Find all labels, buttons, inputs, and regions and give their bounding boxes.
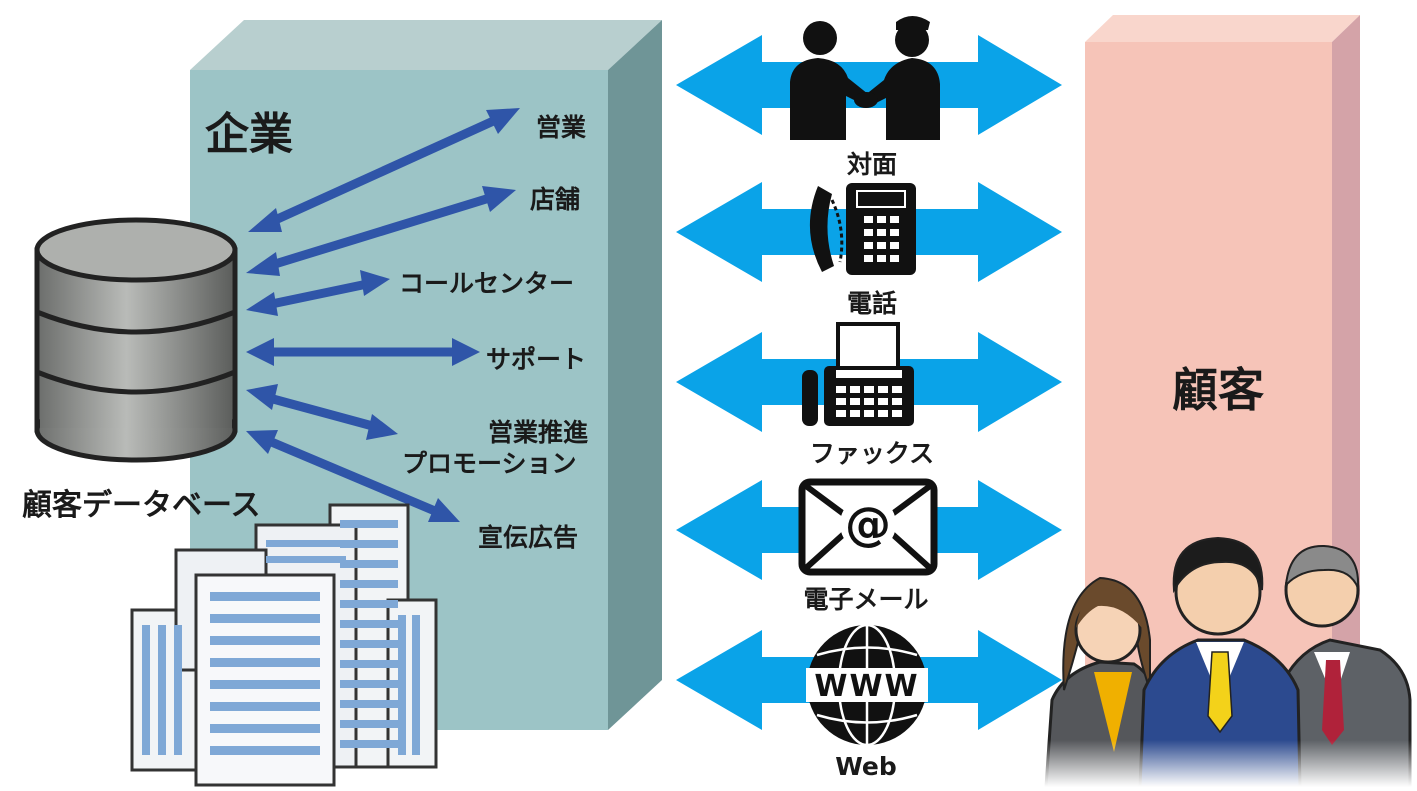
company-title: 企業 [205,109,293,160]
database-label: 顧客データベース [22,488,261,523]
arrow-sales [248,108,520,232]
arrow-sales-promotion [246,384,398,440]
customer-title: 顧客 [1172,363,1264,417]
customer-block-top [1085,15,1360,42]
handshake-icon [790,16,940,140]
dept-label-promotion: プロモーション [402,449,577,478]
channel-label-web: Web [835,752,897,781]
arrow-advertising [246,430,460,522]
channel-label-fax: ファックス [809,439,935,468]
arrow-store [246,186,516,276]
dept-label-advertising: 宣伝広告 [478,523,579,552]
arrow-call-center [246,270,390,316]
company-block-side [608,20,662,730]
channel-label-phone: 電話 [846,289,897,318]
dept-label-sales-promotion: 営業推進 [488,418,589,447]
fax-icon [802,322,914,426]
customer-people-illustration [1040,536,1417,789]
dept-label-support: サポート [486,345,587,374]
email-icon: @ [798,478,938,576]
dept-label-sales: 営業 [536,113,587,142]
company-block-top [190,20,662,70]
svg-text:WWW: WWW [814,669,919,704]
department-arrows [246,108,520,522]
channel-label-email: 電子メール [803,585,929,614]
dept-label-store: 店舗 [530,185,581,214]
channel-arrow-face [676,35,1062,135]
office-buildings-illustration [130,503,438,787]
database-icon [34,217,238,463]
telephone-icon [809,183,916,275]
arrow-support [246,338,480,366]
dept-label-call-center: コールセンター [399,269,575,298]
svg-text:@: @ [845,497,891,551]
web-globe-icon: WWW [806,623,928,747]
channel-label-face: 対面 [846,150,897,179]
